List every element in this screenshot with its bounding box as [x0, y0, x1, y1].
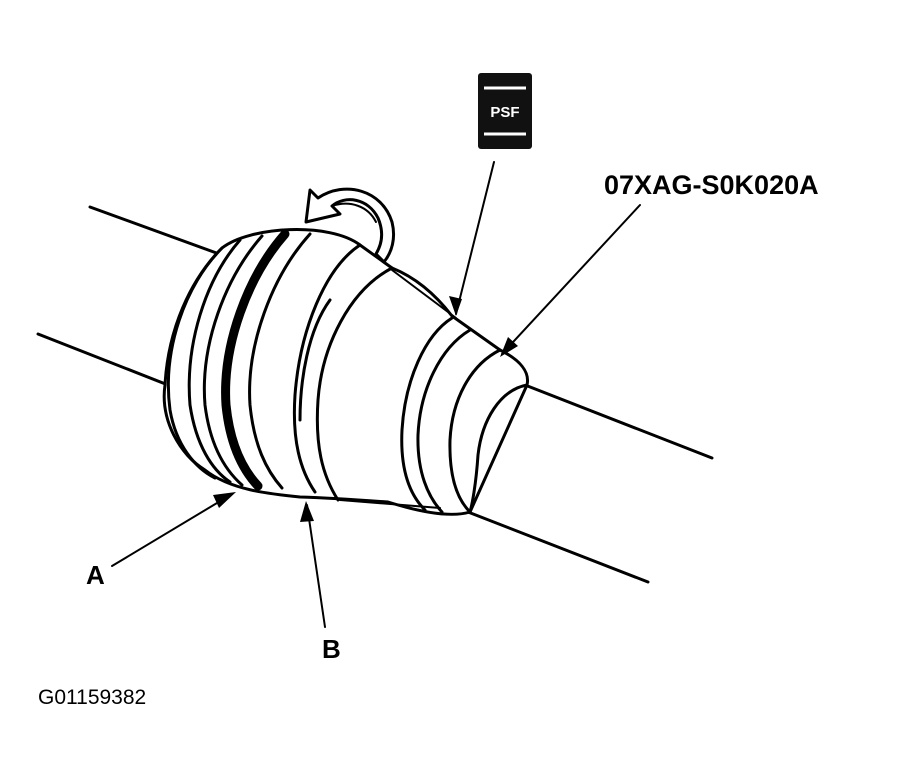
tool-number-label: 07XAG-S0K020A	[604, 170, 819, 200]
callout-b-label: B	[322, 634, 341, 664]
left-shaft	[36, 205, 224, 387]
rotation-arrow-icon	[304, 187, 396, 264]
cv-joint-boot	[162, 228, 530, 516]
right-shaft	[466, 383, 714, 584]
leader-lines	[111, 161, 641, 628]
badge-label: PSF	[490, 104, 519, 121]
grease-badge-icon: PSF	[478, 73, 532, 149]
callout-a-label: A	[86, 560, 105, 590]
figure-id: G01159382	[38, 686, 146, 709]
